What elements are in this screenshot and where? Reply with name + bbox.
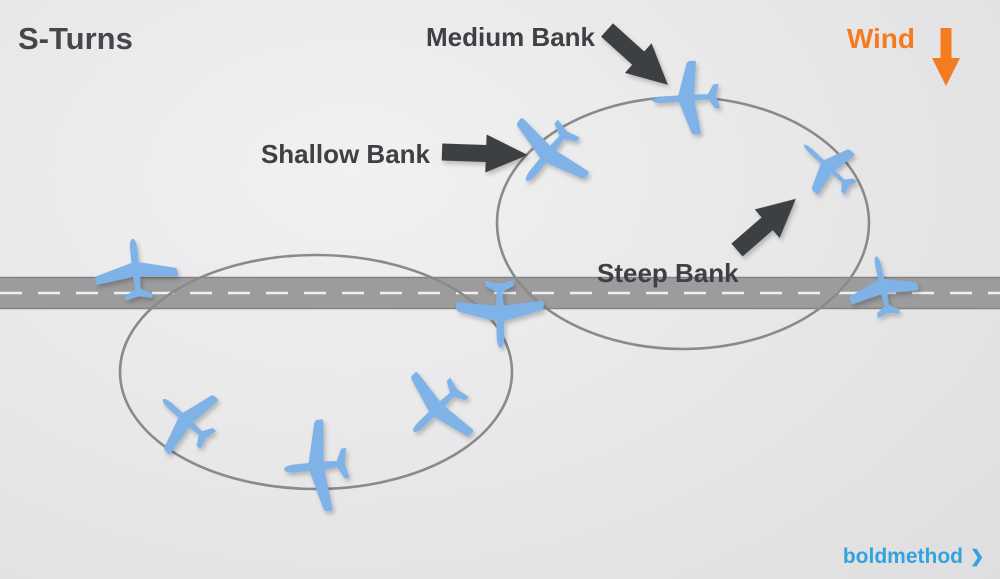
right-turn-circle [495, 95, 871, 351]
brand-chevron-icon: ❯ [970, 547, 984, 567]
airplane-icon [138, 372, 233, 468]
wind-arrow-icon [932, 28, 960, 86]
airplane-icon-steep-bank [785, 124, 870, 209]
shallow-bank-label: Shallow Bank [261, 139, 431, 169]
airplane-icon [384, 357, 489, 462]
steep-bank-arrow-icon [724, 184, 809, 265]
steep-bank-label: Steep Bank [597, 258, 739, 288]
medium-bank-arrow-icon [593, 15, 682, 100]
wind-label: Wind [847, 23, 915, 54]
brand-name: boldmethod [843, 545, 963, 568]
brand-logo: boldmethod ❯ [843, 545, 984, 568]
wind-indicator: Wind [847, 23, 960, 86]
medium-bank-label: Medium Bank [426, 22, 596, 52]
page-title: S-Turns [18, 21, 133, 56]
airplane-icon [279, 417, 353, 516]
left-turn-circle [118, 253, 514, 491]
